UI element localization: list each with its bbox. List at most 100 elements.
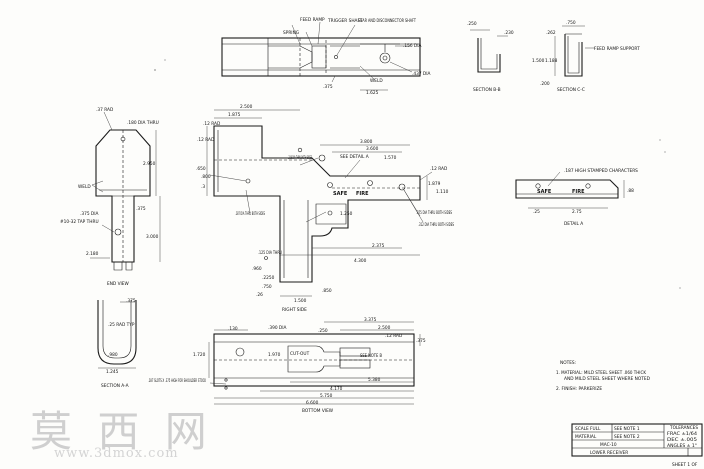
da-d2: 2.75 — [572, 209, 582, 215]
rs-hole-b: .187 DIA THRU BOTH SIDES — [235, 211, 265, 217]
spring-label: SPRING — [283, 30, 299, 36]
feed-ramp-label: FEED RAMP — [300, 17, 325, 23]
watermark-url: www.3dmox.com — [54, 446, 179, 461]
rs-1110: 1.110 — [436, 189, 449, 195]
section-a-title: SECTION A-A — [101, 383, 129, 389]
end-view: .37 RAD .180 DIA THRU 2.950 3.000 .375 W… — [60, 107, 161, 287]
bv-250: .250 — [318, 328, 328, 334]
rs-650: .650 — [196, 166, 206, 172]
da-fire: FIRE — [572, 189, 585, 195]
rs-hole-c: .375 DIA THRU BOTH SIDES — [416, 210, 452, 216]
paper-specks — [154, 59, 681, 289]
dim-375-label: .375 — [323, 84, 333, 90]
rs-750: .750 — [262, 284, 272, 290]
rs-125: .125 DIA THRU — [258, 250, 282, 256]
ev-h1: 2.950 — [143, 161, 156, 167]
rs-3: .3 — [201, 184, 205, 190]
da-safe: SAFE — [537, 189, 552, 195]
sa-rad: .25 RAD TYP — [108, 322, 135, 328]
detail-a-title: DETAIL A — [564, 221, 583, 227]
rs-rad2: .12 RAD — [197, 137, 215, 143]
rs-26: .26 — [256, 292, 263, 298]
rs-2500: 2.500 — [240, 104, 253, 110]
bottom-view: .130 .390 DIA 3.375 2.500 .375 .12 RAD 1… — [148, 317, 426, 414]
rs-3800: 3.800 — [360, 139, 373, 145]
section-c-title: SECTION C-C — [557, 87, 585, 93]
rs-3600: 3.600 — [366, 146, 379, 152]
sa-w1: .375 — [126, 298, 136, 304]
note-1b: AND MILD STEEL SHEET WHERE NOTED — [564, 376, 651, 382]
right-side-title: RIGHT SIDE — [282, 307, 307, 313]
weld-label: WELD — [370, 78, 383, 84]
bottom-view-title: BOTTOM VIEW — [302, 408, 334, 414]
top-view: FEED RAMP TRIGGER SHAFT SEAR AND DISCONN… — [221, 17, 431, 96]
bv-1720: 1.720 — [193, 352, 206, 358]
trigger-shaft-label: TRIGGER SHAFT — [327, 18, 363, 24]
rs-fire: FIRE — [356, 191, 369, 197]
da-d3: .88 — [627, 188, 634, 194]
sb-dim-230: .230 — [504, 30, 514, 36]
bv-5380: 5.380 — [368, 377, 381, 383]
dia-156-label: .156 DIA — [403, 43, 422, 49]
sc-dim-200: .200 — [540, 81, 550, 87]
tb-part-no: MAC-10 — [600, 442, 617, 448]
rs-rad1: .12 RAD — [203, 121, 221, 127]
detail-a: .187 HIGH STAMPED CHARACTERS SAFE FIRE .… — [515, 168, 638, 227]
bv-slots-note: .187 SLOTS X .375 HIGH FOR SHOULDER STOC… — [148, 378, 206, 384]
ev-w2: 2.180 — [86, 251, 99, 257]
rs-1879: 1.879 — [428, 181, 441, 187]
note-1a: 1. MATERIAL: MILD STEEL SHEET .060 THICK — [556, 370, 646, 376]
rs-hole-d: .312 DIA THRU BOTH SIDES — [418, 222, 454, 228]
rs-2250: .2250 — [262, 275, 275, 281]
feed-ramp-support-label: FEED RAMP SUPPORT — [594, 46, 640, 52]
section-b-b: .250 .230 SECTION B-B — [467, 21, 514, 93]
tb-dec: DEC ±.005 — [667, 437, 697, 443]
sc-dim-750: .750 — [566, 20, 576, 26]
sb-dim-250: .250 — [467, 21, 477, 27]
note-2: 2. FINISH: PARKERIZE — [556, 386, 602, 392]
title-block: SCALE FULL SEE NOTE 1 SEE NOTE 2 MATERIA… — [571, 423, 703, 468]
watermark-chinese: 莫 西 网 — [30, 407, 213, 456]
section-b-title: SECTION B-B — [473, 87, 501, 93]
notes-block: NOTES: 1. MATERIAL: MILD STEEL SHEET .06… — [556, 360, 651, 392]
tb-part-name: LOWER RECEIVER — [590, 450, 628, 456]
rs-rad-right: .12 RAD — [430, 166, 448, 172]
rs-850: .850 — [322, 288, 332, 294]
ev-dia: .375 DIA — [80, 211, 99, 217]
tb-sheet: SHEET 1 OF — [672, 462, 698, 468]
bv-3375: 3.375 — [364, 317, 377, 323]
ev-hole: .180 DIA THRU — [127, 120, 159, 126]
rs-1250: 1.250 — [340, 211, 353, 217]
bv-rad: .12 RAD — [385, 333, 403, 339]
tb-angle: ANGLES ± 1° — [667, 443, 697, 449]
rs-1875: 1.875 — [228, 112, 241, 118]
ev-h2: 3.000 — [146, 234, 159, 240]
da-d1: .25 — [533, 209, 540, 215]
bv-130: .130 — [228, 326, 238, 332]
bv-5750: 5.750 — [320, 393, 333, 399]
bv-see-note: SEE NOTE B — [360, 353, 382, 359]
tb-finish-value: SEE NOTE 2 — [614, 434, 640, 440]
da-note: .187 HIGH STAMPED CHARACTERS — [564, 168, 638, 174]
bv-hole: .390 DIA — [268, 325, 287, 331]
ev-w1: .375 — [136, 206, 146, 212]
rs-2375: 2.375 — [372, 243, 385, 249]
bv-2500: 2.500 — [378, 325, 391, 331]
tb-material-value: SEE NOTE 1 — [614, 426, 640, 432]
section-a-a: .375 .25 RAD TYP .980 1.245 SECTION A-A — [97, 298, 137, 389]
tb-material-label: MATERIAL — [575, 434, 597, 440]
rs-1500: 1.500 — [294, 298, 307, 304]
rs-hole-a: .218 DIA THRU BOTH SIDES — [288, 155, 312, 161]
end-view-title: END VIEW — [107, 281, 130, 287]
tb-scale-value: FULL — [590, 426, 601, 432]
rs-1570: 1.570 — [384, 155, 397, 161]
tb-scale-label: SCALE — [575, 426, 589, 432]
ev-rad: .37 RAD — [96, 107, 114, 113]
bv-6600: 6.600 — [306, 400, 319, 406]
notes-heading: NOTES: — [560, 360, 576, 366]
bv-375: .375 — [416, 338, 426, 344]
sc-dim-1188: 1.188 — [545, 58, 558, 64]
section-c-c: .750 .262 1.500 1.188 .200 FEED RAMP SUP… — [532, 20, 640, 93]
